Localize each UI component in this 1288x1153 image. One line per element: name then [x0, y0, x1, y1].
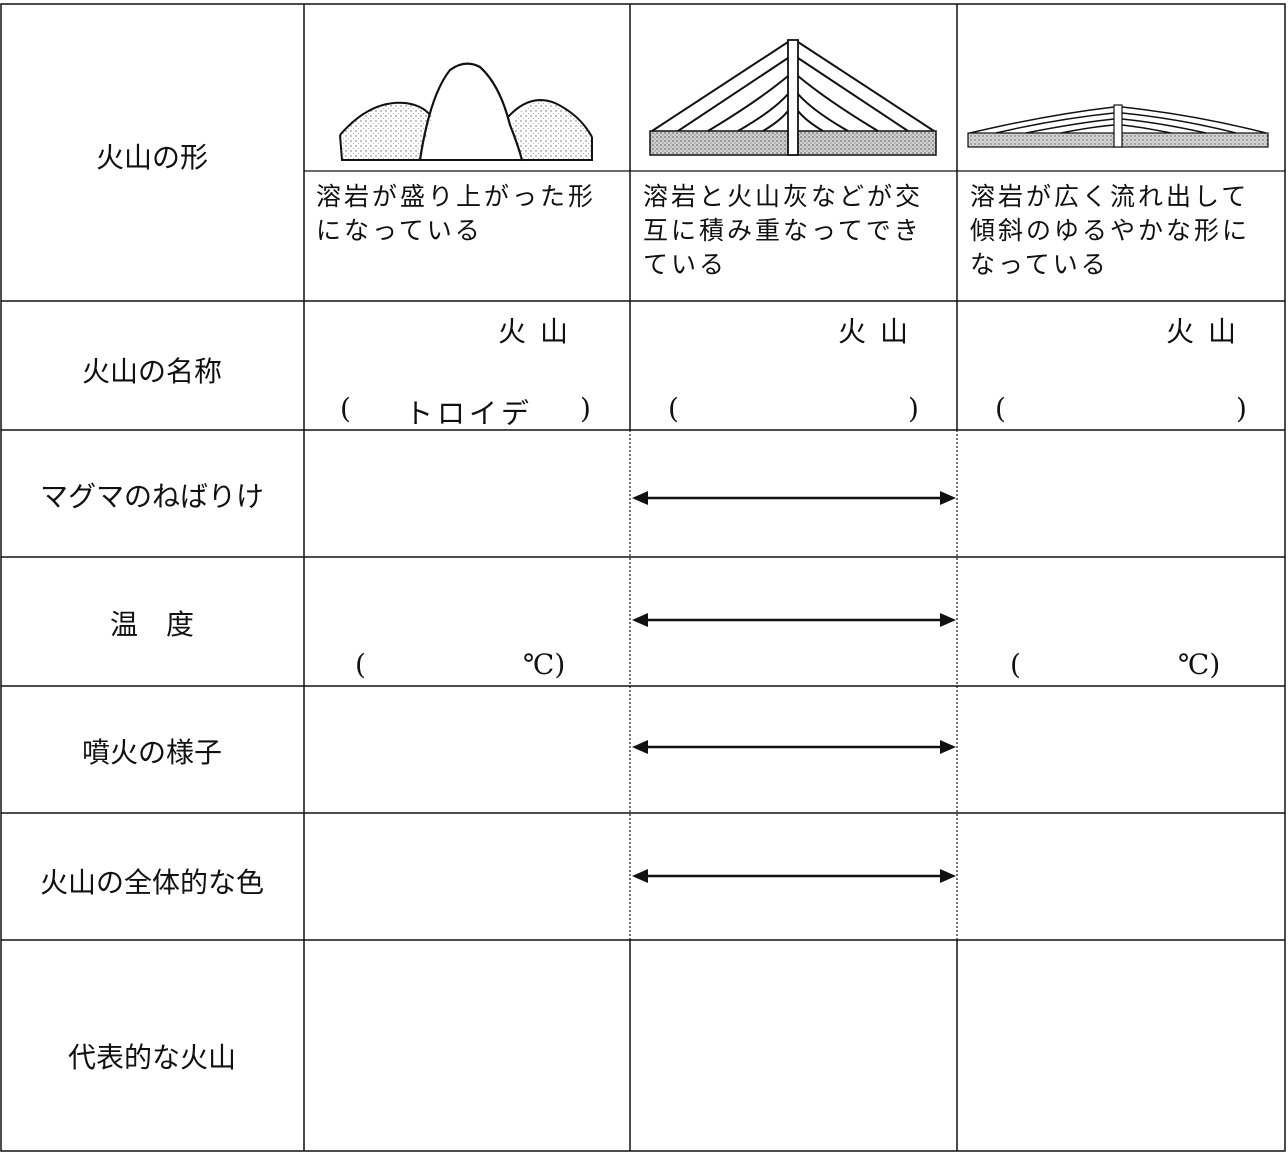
desc-col3-line2: 傾斜のゆるやかな形に — [970, 216, 1251, 245]
eruption-cell-col3[interactable] — [958, 687, 1284, 812]
temp-open-col1: ( — [355, 648, 366, 681]
desc-col2-line1: 溶岩と火山灰などが交 — [643, 182, 924, 211]
desc-col1-line2: になっている — [316, 216, 483, 245]
desc-col1-line1: 溶岩が盛り上がった形 — [316, 182, 597, 211]
name-suffix-col2: 火山 — [838, 315, 923, 348]
row-label-eruption: 噴火の様子 — [81, 736, 222, 769]
examples-cell-col1[interactable] — [305, 941, 629, 1150]
name-answer-col3[interactable] — [1030, 392, 1230, 426]
lava-dome-figure — [339, 62, 593, 161]
row-label-viscosity: マグマのねばりけ — [39, 480, 264, 513]
name-answer-col2[interactable] — [700, 392, 900, 426]
temp-unit-col1: ℃) — [523, 648, 566, 681]
examples-cell-col2[interactable] — [631, 941, 956, 1150]
desc-col3-line1: 溶岩が広く流れ出して — [970, 182, 1250, 211]
desc-col2: 溶岩と火山灰などが交 互に積み重なってでき ている — [643, 180, 923, 282]
viscosity-arrow — [632, 491, 956, 505]
temperature-arrow — [632, 613, 956, 627]
name-open-col2: ( — [668, 392, 679, 425]
row-label-color: 火山の全体的な色 — [39, 866, 264, 899]
row-label-temperature: 温 度 — [109, 608, 194, 641]
shield-volcano-figure — [967, 104, 1269, 148]
color-arrow — [632, 869, 956, 883]
temp-open-col3: ( — [1010, 648, 1021, 681]
desc-col3-line3: なっている — [970, 250, 1109, 279]
stratovolcano-figure — [649, 39, 937, 156]
name-answer-col1[interactable]: トロイデ — [405, 397, 534, 430]
desc-col2-line3: ている — [643, 250, 728, 279]
name-close-col3: ) — [1236, 392, 1247, 425]
row-label-examples: 代表的な火山 — [67, 1041, 236, 1074]
name-close-col2: ) — [908, 392, 919, 425]
row-label-name: 火山の名称 — [81, 355, 222, 388]
eruption-cell-col1[interactable] — [305, 687, 629, 812]
name-close-col1: ) — [580, 392, 591, 425]
desc-col1: 溶岩が盛り上がった形 になっている — [316, 180, 596, 248]
desc-col3: 溶岩が広く流れ出して 傾斜のゆるやかな形に なっている — [970, 180, 1250, 282]
name-open-col1: ( — [340, 392, 351, 425]
viscosity-cell-col3[interactable] — [958, 431, 1284, 556]
name-suffix-col3: 火山 — [1166, 315, 1251, 348]
eruption-arrow — [632, 740, 956, 754]
color-cell-col1[interactable] — [305, 814, 629, 939]
viscosity-cell-col1[interactable] — [305, 431, 629, 556]
examples-cell-col3[interactable] — [958, 941, 1284, 1150]
desc-col2-line2: 互に積み重なってでき — [643, 216, 922, 245]
row-label-shape: 火山の形 — [95, 141, 208, 174]
name-suffix-col1: 火山 — [498, 315, 583, 348]
name-open-col3: ( — [995, 392, 1006, 425]
color-cell-col3[interactable] — [958, 814, 1284, 939]
temp-unit-col3: ℃) — [1178, 648, 1221, 681]
